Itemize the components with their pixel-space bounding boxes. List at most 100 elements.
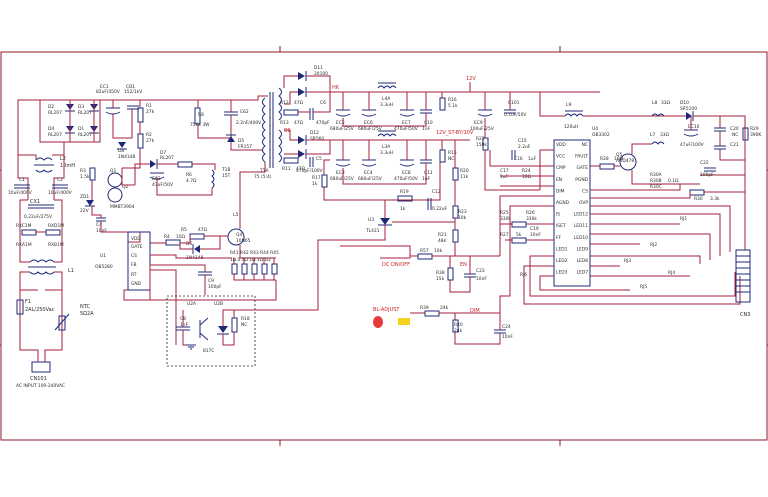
u4-pin-led1: LED1 xyxy=(556,246,568,252)
r30a-label: R30A xyxy=(650,172,662,178)
r2-label: R2 xyxy=(146,132,152,138)
c6-value: 470pF xyxy=(316,120,330,126)
resistor-r3 xyxy=(89,167,96,181)
r19-label: R19 xyxy=(400,189,409,195)
rj4-label: RJ4 xyxy=(668,270,675,276)
u2a-label: U2A xyxy=(187,301,196,307)
resistor-r5 xyxy=(189,233,205,240)
r39-label: R39 xyxy=(420,305,429,311)
r16-label: R16 xyxy=(448,97,457,103)
r1-label: R1 xyxy=(146,103,152,109)
u4-pin-gate: GATE xyxy=(576,165,588,171)
diode-d11b xyxy=(298,88,305,96)
c5-value: 470pF/100V xyxy=(296,168,323,174)
diode-d11a xyxy=(298,72,305,80)
mosfet-q4 xyxy=(227,228,245,246)
rx2-label: RXD1M xyxy=(48,223,64,229)
ic-u4-body xyxy=(553,139,591,287)
transistor-q2 xyxy=(107,187,123,203)
u2-value: 817C xyxy=(203,348,214,354)
rx4-label: RXB1M xyxy=(48,242,64,248)
q4-label: Q4 xyxy=(236,232,242,238)
cn3-label: CN3 xyxy=(740,312,750,318)
c10-label: C10 xyxy=(424,120,433,126)
u4-pin-led11: LED11 xyxy=(574,223,588,229)
u4-pin-iset: ISET xyxy=(556,223,566,229)
l2-value: 10mH xyxy=(60,163,75,169)
r6-label: R6 xyxy=(186,172,192,178)
r24-label: R24 xyxy=(522,168,531,174)
c4-value: 10nF xyxy=(96,228,107,234)
r24-value: 10Ω xyxy=(522,174,532,180)
ec6-value: 680uF/25V xyxy=(358,126,382,132)
r4-value: 10Ω xyxy=(176,234,186,240)
u4-pin-led3: LED3 xyxy=(556,270,568,276)
inductor-l3a xyxy=(377,133,397,137)
r39-value: 24k xyxy=(440,305,449,311)
u1-label: U1 xyxy=(100,253,106,259)
r28-label: R28 xyxy=(600,156,609,162)
c12-value: 0.22uF xyxy=(432,206,448,212)
resistor-r39 xyxy=(424,310,440,317)
ntc-thermistor xyxy=(58,315,66,331)
bl-adjust-indicator xyxy=(373,316,383,328)
r19-value: 1k xyxy=(400,206,406,212)
ac-input-label: AC INPUT 100-240VAC xyxy=(16,383,65,389)
l7-label: L7 xyxy=(650,132,655,138)
l1-label: L1 xyxy=(68,268,74,274)
c15-value: 2.2uF xyxy=(518,144,531,150)
u4-pin-vdd: VDD xyxy=(556,142,566,148)
l3a-label: L3A xyxy=(382,144,390,150)
u1-pin-fb: FB xyxy=(131,262,137,268)
d5-label: D5 xyxy=(238,138,244,144)
cx1-value: 0.22uF/275V xyxy=(24,214,52,220)
c62-value: 2.2nF/400V xyxy=(236,120,261,126)
ec6-label: EC6 xyxy=(364,120,373,126)
resistor-r57 xyxy=(417,253,433,260)
l8-value: 33Ω xyxy=(661,100,671,106)
r11-label: R11 xyxy=(282,166,291,172)
u4-pin-is: IS xyxy=(556,212,560,218)
c16-value: 1uF xyxy=(528,156,537,162)
ec10-label: EC10 xyxy=(688,124,700,130)
u4-pin-led12: LED12 xyxy=(574,212,588,218)
opto-led xyxy=(218,326,228,333)
r21-label: R21 xyxy=(438,232,447,238)
t1b-label: T1B xyxy=(221,167,231,173)
d12-label: D12 xyxy=(310,130,319,136)
c17-value: 1uF xyxy=(500,174,509,180)
u4-pin-dim: DIM xyxy=(556,188,565,194)
d7-value: RL207 xyxy=(160,155,174,161)
feedback-tl431: R17 1k R19 1k C12 0.22uF U3 TL431 R23 10… xyxy=(312,140,469,275)
net-dim-label: DIM xyxy=(470,308,480,314)
r18-label: R18 xyxy=(241,316,250,322)
d7-label: D7 xyxy=(160,150,166,156)
l2-label: L2 xyxy=(60,156,66,162)
cap-ec8 xyxy=(399,163,415,167)
cn101-label: CN101 xyxy=(30,376,47,382)
ntc-label: NTC xyxy=(80,304,91,310)
c1-value: 10uF/400V xyxy=(8,190,32,196)
r1-value: 27k xyxy=(146,109,155,115)
resistor-r18 xyxy=(231,317,238,333)
bl-adjust-marker xyxy=(398,318,410,325)
r3-value: 1.5k xyxy=(80,174,90,180)
transformer-t1-sec1 xyxy=(278,87,282,121)
l9-value: 120uH xyxy=(564,124,578,130)
l5-label: L5 xyxy=(233,212,238,218)
u4-pin-cmp: CMP xyxy=(556,165,566,171)
ec3-value: 680uF/25V xyxy=(330,176,354,182)
c10-value: 1nF xyxy=(422,126,431,132)
l4a-value: 3.3uH xyxy=(380,102,393,108)
drawing-frame xyxy=(0,51,768,441)
cap-ec7 xyxy=(399,113,415,117)
ec9-value: 100uF/25V xyxy=(470,126,494,132)
ec1-value: 82uF/450V xyxy=(96,89,120,95)
r25-value: 330k xyxy=(500,216,511,222)
u1-pin-gnd: GND xyxy=(131,281,142,287)
u4-pin-led7: LED7 xyxy=(577,270,589,276)
diode-d12b xyxy=(298,150,305,158)
r38-value: 15k xyxy=(436,276,445,282)
fuse-value: 2AL/250Vac xyxy=(25,307,55,313)
